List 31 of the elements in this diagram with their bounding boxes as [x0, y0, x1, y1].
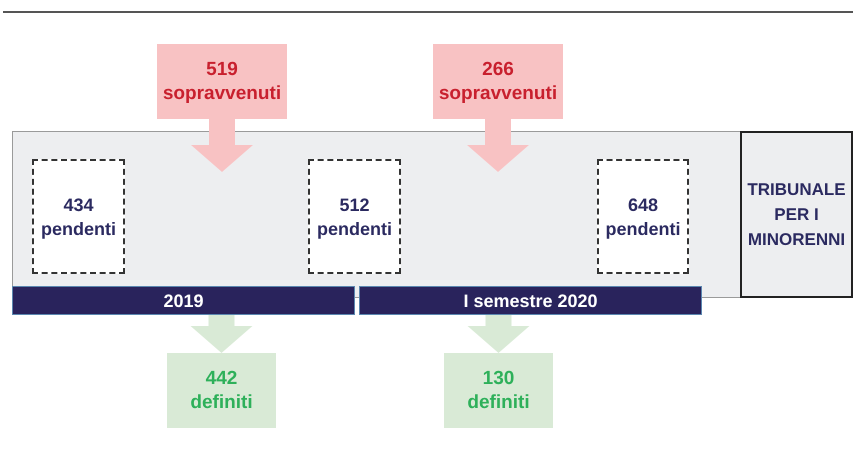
count-label: pendenti: [317, 218, 392, 240]
period-bar: [12, 286, 355, 315]
count-label: 519: [206, 58, 238, 82]
incoming-box: [157, 44, 287, 119]
count-label: 130: [482, 366, 514, 390]
period-label: I semestre 2020: [463, 290, 598, 312]
count-label: 442: [206, 366, 238, 390]
count-label: 434: [63, 194, 94, 216]
count-label: definiti: [467, 390, 530, 414]
count-label: 266: [482, 58, 514, 82]
count-label: pendenti: [606, 218, 680, 240]
block-arrow: [191, 119, 253, 172]
pending-box: [597, 159, 689, 274]
count-label: 648: [628, 194, 658, 216]
court-label: TRIBUNALE PER I MINORENNI: [746, 179, 847, 251]
block-arrow: [190, 315, 252, 353]
incoming-box: [433, 44, 563, 119]
block-arrow: [467, 119, 529, 172]
period-bar: [359, 286, 702, 315]
count-label: 512: [339, 194, 370, 216]
resolved-box: [444, 353, 553, 428]
count-label: definiti: [190, 390, 253, 414]
count-label: pendenti: [41, 218, 116, 240]
block-arrow: [468, 315, 530, 353]
period-label: 2019: [163, 290, 204, 312]
pending-box: [32, 159, 125, 274]
pending-box: [308, 159, 401, 274]
resolved-box: [167, 353, 276, 428]
court-box: [740, 131, 853, 298]
count-label: sopravvenuti: [438, 82, 558, 106]
count-label: sopravvenuti: [162, 82, 282, 106]
